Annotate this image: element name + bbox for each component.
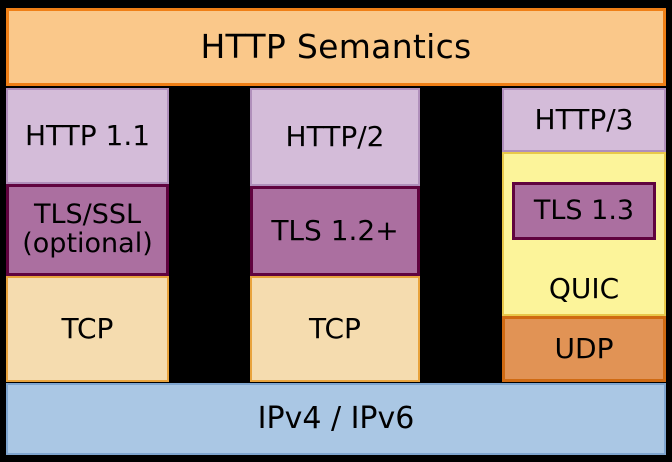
ip-network-band: IPv4 / IPv6 [6,383,666,455]
http-2-box: HTTP/2 [250,88,420,186]
http-1-1-box: HTTP 1.1 [6,88,169,184]
tls-ssl-optional-box: TLS/SSL (optional) [6,184,169,276]
udp-box: UDP [502,316,666,382]
tls-1-3-box: TLS 1.3 [512,182,656,240]
tcp-box-http-2: TCP [250,276,420,382]
http-3-box: HTTP/3 [502,88,666,152]
tls-1-2-plus-box: TLS 1.2+ [250,186,420,276]
tcp-box-http-1-1: TCP [6,276,169,382]
http-semantics-band: HTTP Semantics [6,8,666,86]
